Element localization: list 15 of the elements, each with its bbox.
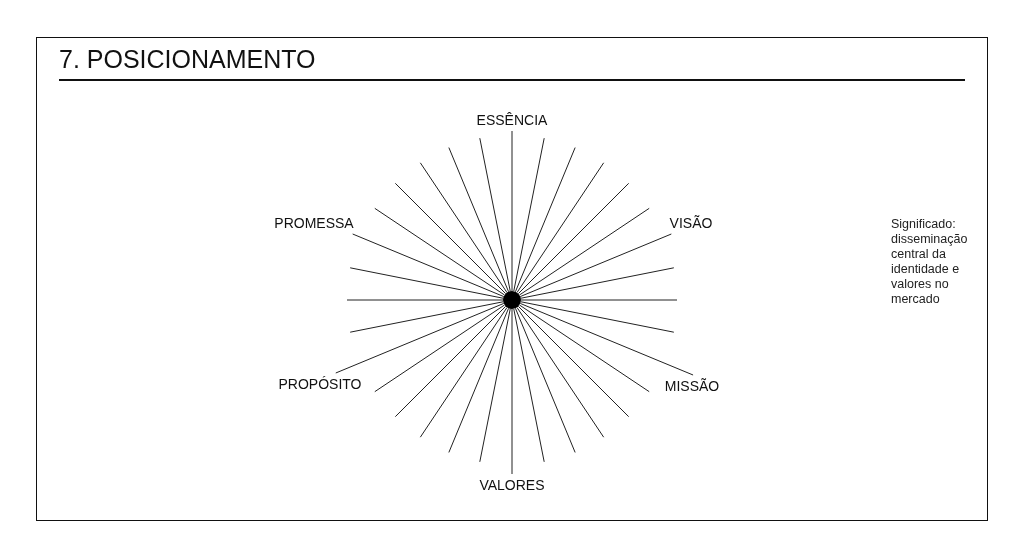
ray-line bbox=[511, 130, 513, 292]
axis-label: PROMESSA bbox=[274, 215, 354, 231]
ray-line bbox=[335, 302, 505, 374]
axis-label: MISSÃO bbox=[664, 378, 720, 394]
axis-label: ESSÊNCIA bbox=[476, 112, 548, 128]
section-title: 7. POSICIONAMENTO bbox=[59, 45, 316, 74]
axis-label: VALORES bbox=[479, 477, 545, 493]
axis-label: PROPÓSITO bbox=[278, 376, 362, 392]
ray-line bbox=[519, 233, 672, 298]
center-dot bbox=[503, 291, 521, 309]
ray-line bbox=[511, 308, 513, 475]
axis-label: VISÃO bbox=[669, 215, 713, 231]
side-note: Significado: disseminação central da identidade e valores no mercado bbox=[891, 217, 969, 307]
ray-line bbox=[519, 302, 694, 376]
ray-line bbox=[352, 233, 505, 298]
